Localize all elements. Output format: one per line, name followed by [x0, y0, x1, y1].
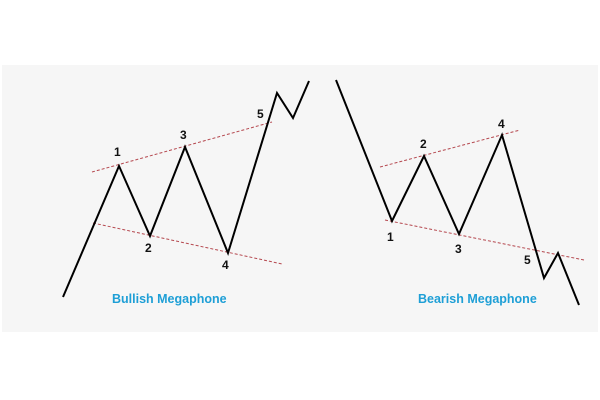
- wave-label-5: 5: [524, 253, 531, 267]
- bullish-megaphone-pattern: 1 2 3 4 5 Bullish Megaphone: [62, 80, 310, 306]
- wave-label-1: 1: [387, 230, 394, 244]
- wave-label-2: 2: [420, 137, 427, 151]
- wave-label-3: 3: [180, 128, 187, 142]
- bullish-lower-trendline: [92, 222, 283, 265]
- diagram-panel: [2, 65, 598, 332]
- bearish-lower-trendline: [384, 219, 585, 261]
- bearish-megaphone-title: Bearish Megaphone: [418, 292, 537, 306]
- bearish-upper-trendline: [379, 129, 521, 168]
- bullish-upper-trendline: [91, 121, 273, 173]
- wave-label-4: 4: [498, 117, 505, 131]
- bullish-megaphone-title: Bullish Megaphone: [112, 292, 227, 306]
- bearish-megaphone-pattern: 1 2 3 4 5 Bearish Megaphone: [335, 79, 585, 306]
- bullish-price-wave: [62, 80, 310, 298]
- wave-label-1: 1: [114, 145, 121, 159]
- bearish-price-wave: [335, 79, 580, 306]
- wave-label-4: 4: [222, 258, 229, 272]
- wave-label-3: 3: [455, 242, 462, 256]
- wave-label-5: 5: [257, 107, 264, 121]
- wave-label-2: 2: [145, 241, 152, 255]
